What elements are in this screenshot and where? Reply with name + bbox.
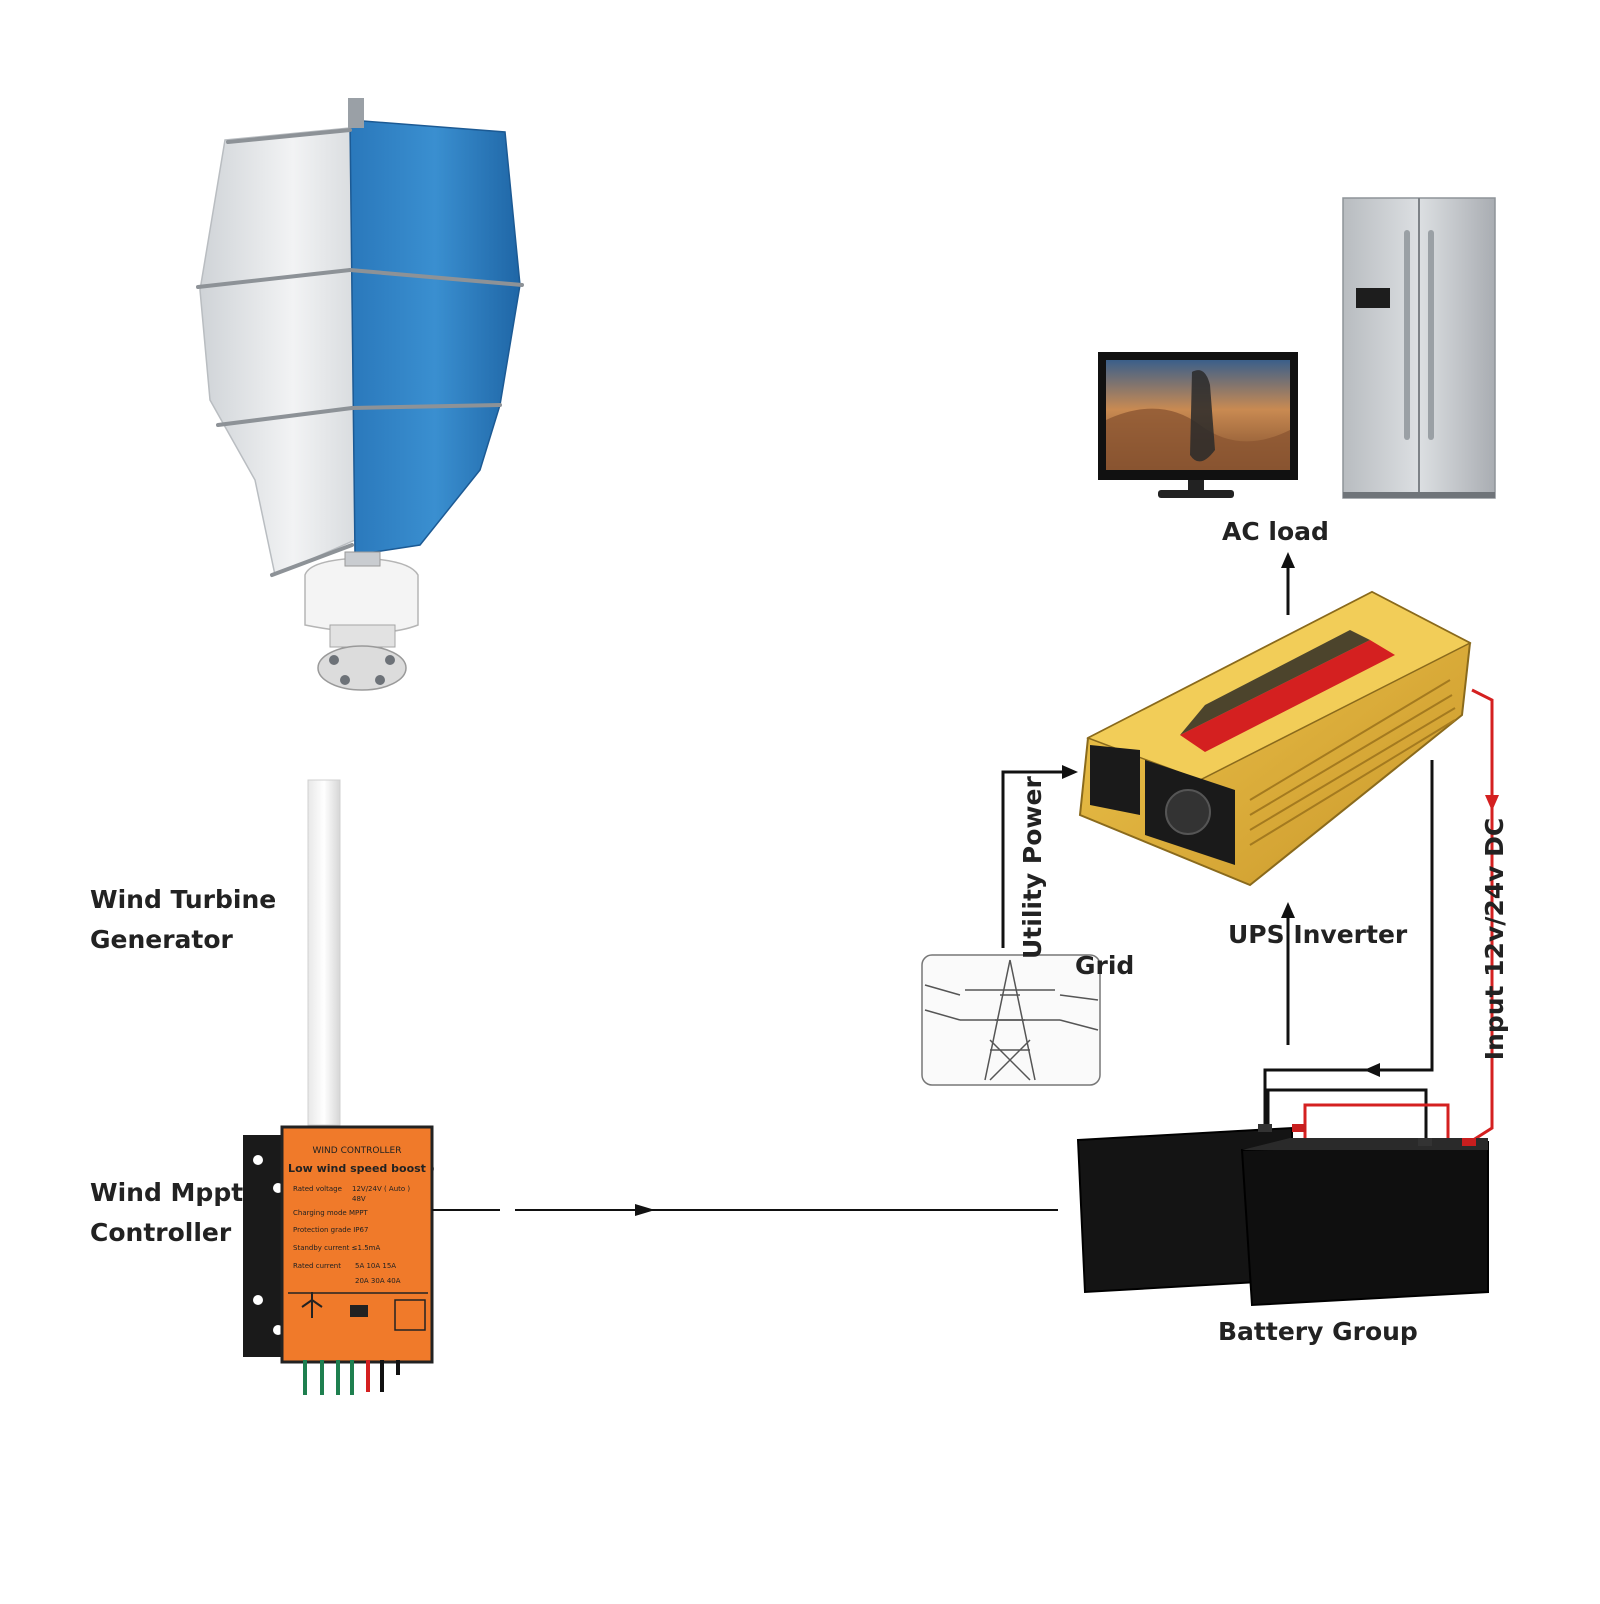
arrow-battery-to-inverter-head — [1281, 902, 1295, 918]
inverter-label-dark — [1180, 630, 1370, 735]
inverter-front-panel-left — [1090, 745, 1140, 815]
turbine-struts — [196, 128, 524, 577]
arrow-grid-to-inverter-head — [1062, 765, 1078, 779]
label-wind-turbine-line2: Generator — [90, 925, 233, 954]
wire-controller-arrow — [635, 1204, 655, 1216]
arrow-positive-wire-head — [1485, 795, 1499, 811]
wind-turbine — [196, 98, 524, 1126]
wire-battery-bridge-black — [1266, 1088, 1428, 1142]
battery-group-graphic — [1076, 1124, 1489, 1307]
controller-voltage-48: 48V — [352, 1195, 366, 1203]
controller-standby-current: Standby current ≤1.5mA — [293, 1244, 380, 1252]
label-wind-turbine-generator: Wind Turbine Generator — [90, 880, 276, 960]
inverter-fins — [1249, 679, 1456, 846]
tv-monitor — [1098, 352, 1298, 498]
battery-back-terminal-pos — [1292, 1124, 1306, 1132]
fridge-base — [1343, 492, 1495, 498]
ups-inverter — [1078, 590, 1472, 887]
turbine-flange-bolts — [329, 655, 395, 685]
turbine-hub — [344, 551, 381, 567]
turbine-blade-white — [199, 127, 356, 577]
controller-load-icon — [394, 1299, 426, 1331]
label-controller-line2: Controller — [90, 1218, 232, 1247]
label-input-dc: Input 12v/24v DC — [1480, 817, 1509, 1061]
battery-front-terminal-neg — [1418, 1138, 1432, 1146]
controller-battery-icon — [350, 1305, 368, 1317]
wire-inverter-negative — [1263, 760, 1434, 1128]
controller-current-row1: 5A 10A 15A — [355, 1262, 396, 1270]
battery-front — [1240, 1140, 1489, 1307]
arrow-ac-load-head — [1281, 552, 1295, 568]
controller-protection-grade: Protection grade IP67 — [293, 1226, 368, 1234]
monitor-screen-figure — [1190, 370, 1215, 462]
label-battery-group: Battery Group — [1218, 1317, 1418, 1346]
refrigerator — [1342, 197, 1496, 499]
battery-front-terminal-pos — [1462, 1138, 1476, 1146]
fridge-handle-left — [1404, 230, 1410, 440]
controller-voltage-options: 12V/24V ( Auto ) — [352, 1185, 410, 1193]
arrow-negative-wire-head — [1364, 1063, 1380, 1077]
label-wind-turbine-line1: Wind Turbine — [90, 885, 277, 914]
turbine-shaft-top — [348, 98, 364, 128]
inverter-ac-socket — [1165, 789, 1211, 835]
inverter-label-red — [1180, 640, 1395, 752]
controller-subtitle: ( Low wind speed boost ) — [279, 1162, 435, 1175]
turbine-blade-blue — [349, 119, 521, 556]
label-controller-line1: Wind Mppt — [90, 1178, 244, 1207]
label-grid: Grid — [1075, 951, 1135, 980]
wire-battery-bridge-red — [1303, 1103, 1450, 1142]
grid-tower — [921, 954, 1101, 1086]
label-wind-mppt-controller: Wind Mppt Controller — [90, 1173, 243, 1253]
controller-turbine-icon — [301, 1292, 323, 1318]
controller-charging-mode: Charging mode MPPT — [293, 1209, 368, 1217]
label-ups-inverter: UPS Inverter — [1228, 920, 1408, 949]
turbine-generator-housing — [304, 557, 419, 634]
controller-current-row2: 20A 30A 40A — [355, 1277, 401, 1285]
monitor-neck — [1188, 480, 1204, 490]
fridge-display — [1356, 288, 1390, 308]
battery-back-terminal-neg — [1258, 1124, 1272, 1132]
turbine-flange-neck — [329, 624, 396, 648]
fridge-handle-right — [1428, 230, 1434, 440]
controller-panel — [280, 1125, 434, 1364]
label-utility-power: Utility Power — [1018, 776, 1047, 959]
wind-mppt-controller: WIND CONTROLLER ( Low wind speed boost )… — [243, 1125, 435, 1395]
label-ac-load: AC load — [1222, 517, 1329, 546]
wire-grid-to-inverter — [1001, 770, 1068, 948]
wire-inverter-positive — [1469, 688, 1494, 1144]
controller-rated-voltage: Rated voltage — [293, 1185, 342, 1193]
controller-title: WIND CONTROLLER — [313, 1146, 402, 1156]
controller-output-wires — [303, 1360, 400, 1395]
controller-rated-current: Rated current — [293, 1262, 341, 1270]
turbine-pole — [307, 779, 341, 1126]
monitor-stand — [1158, 490, 1234, 498]
grid-tower-lattice — [924, 959, 1099, 1081]
turbine-flange-base — [317, 645, 407, 691]
